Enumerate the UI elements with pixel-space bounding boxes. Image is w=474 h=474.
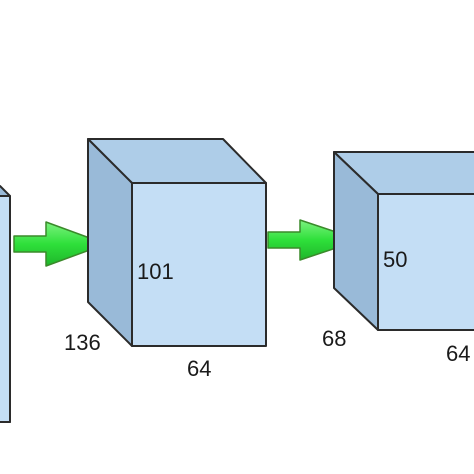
block-1-depth-label: 136 <box>64 330 101 355</box>
block-1-width-label: 64 <box>187 356 211 381</box>
block-2-width-label: 64 <box>446 341 470 366</box>
block-1-front-face <box>131 182 267 347</box>
block-1-height-label: 101 <box>137 259 174 284</box>
arrow-2 <box>267 219 361 261</box>
layer-block-0 <box>0 185 11 423</box>
block-2-height-label: 50 <box>383 247 407 272</box>
block-2-depth-label: 68 <box>322 326 346 351</box>
layer-block-2: 50 68 64 <box>322 151 474 366</box>
block-2-front-face <box>377 193 474 331</box>
arrow-1 <box>13 221 107 267</box>
layer-block-1: 101 136 64 <box>64 138 267 381</box>
block-0-front-face <box>0 195 11 423</box>
